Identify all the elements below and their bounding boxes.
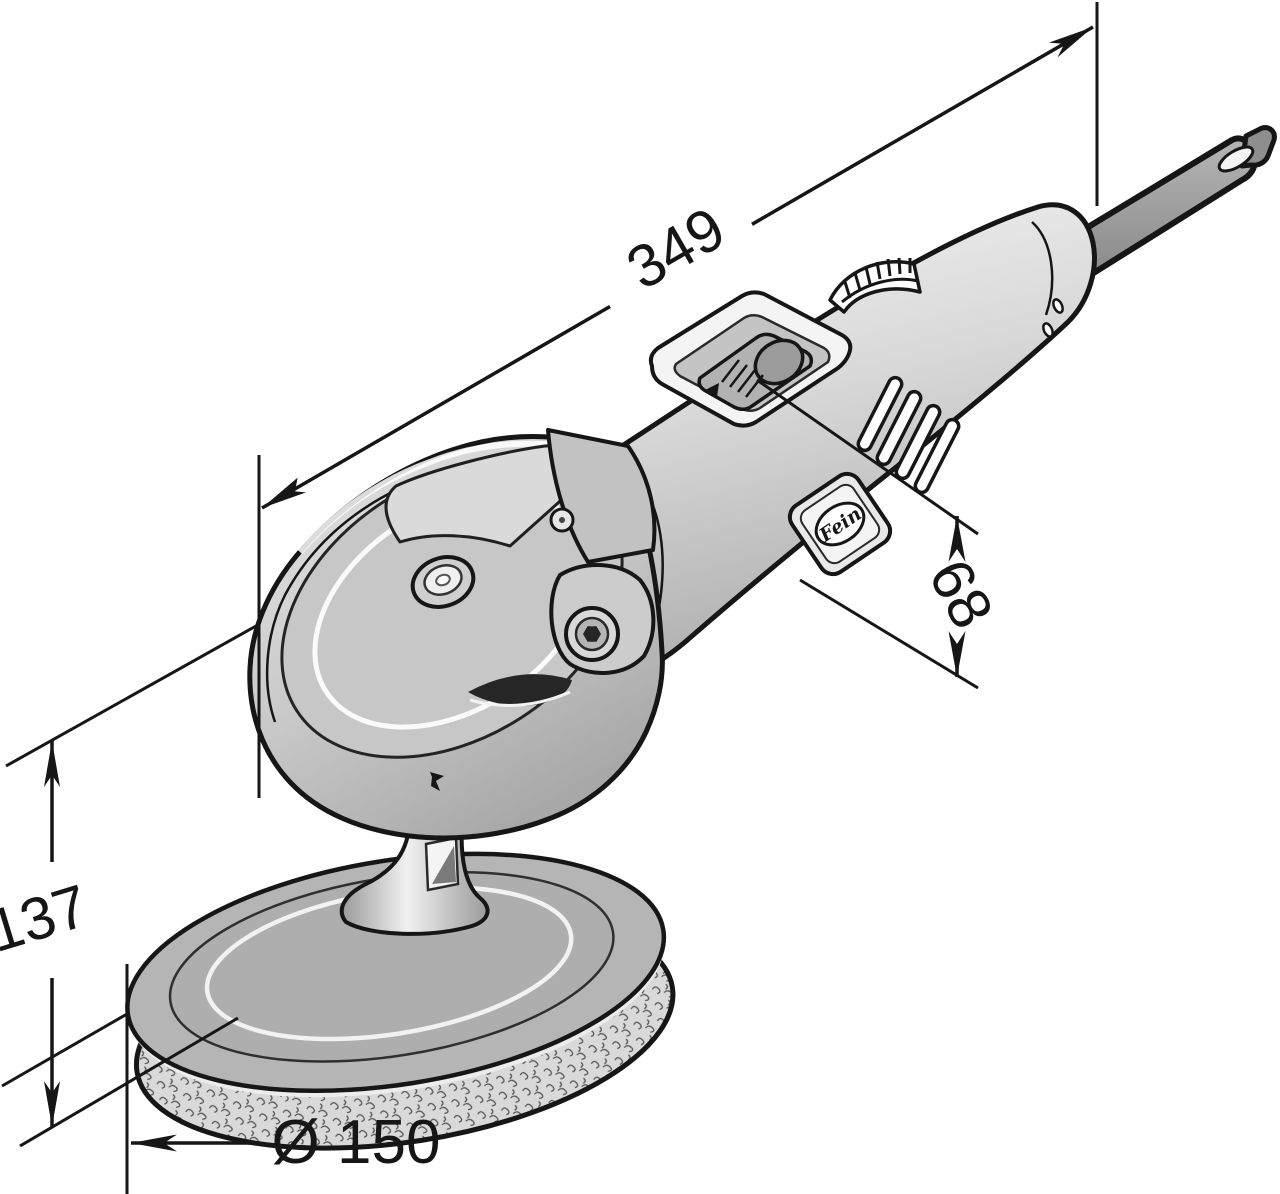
power-switch [648,290,853,428]
brand-badge: Fein [787,471,893,577]
switch-button [753,338,805,386]
gear-head [247,428,665,841]
pivot-joint [549,563,656,675]
polishing-pad [125,851,676,1151]
power-cable [1067,125,1277,277]
arrowhead [262,477,307,508]
rear-cap-hole [1042,322,1054,338]
wheel-ribs [843,257,912,299]
dimension-pad-diameter-150: Ø 150 [1,964,441,1194]
arrowhead [44,1081,60,1127]
extension-line [799,578,979,690]
extension-line [5,624,257,768]
rotation-arrow-marker [430,772,444,791]
torx-screw [583,626,601,642]
head-side-slot [468,674,572,706]
cable-collar-ring [1217,145,1255,173]
yoke-plate [546,428,657,564]
speed-dial-wheel [828,257,922,314]
knob-grip-ribs [721,359,764,398]
dimension-line [261,25,1094,510]
extension-line [1,1012,128,1088]
arrowhead [131,1134,177,1152]
arrowhead [948,631,966,677]
switch-triangle-marker [703,383,719,397]
dimension-label-head-height: 137 [0,872,96,965]
polisher-illustration: Fein [125,125,1277,1151]
extension-line [756,378,979,536]
arrowhead [44,741,60,787]
rear-cap-hole [1052,298,1064,314]
badge-oval [814,501,866,547]
rear-cap-seam [1031,221,1054,316]
motor-housing: Fein [613,202,1097,673]
dimension-label-pad-diameter: Ø 150 [272,1108,441,1177]
dimension-label-length: 349 [616,194,736,302]
dimension-label-body-height: 68 [916,549,1006,639]
arrowhead [1048,27,1093,58]
spindle-lock-boss [410,555,476,609]
vent-slots [856,375,961,495]
arrowhead [948,516,966,562]
extension-line [19,1016,239,1148]
